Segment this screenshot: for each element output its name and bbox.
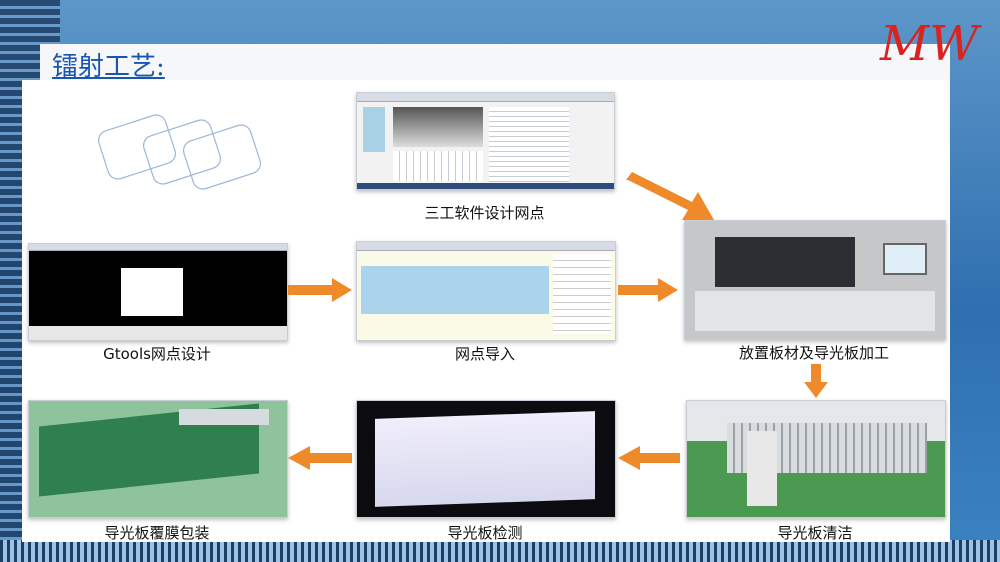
flow-arrow-icon: [288, 446, 352, 470]
flow-arrow-icon: [626, 172, 714, 220]
gtools-screenshot: [28, 243, 288, 341]
laser-machine-photo: [684, 220, 946, 340]
slide-title: 镭射工艺:: [52, 52, 165, 82]
svg-text:MW: MW: [879, 16, 982, 72]
gtools-caption: Gtools网点设计: [103, 345, 211, 363]
sangong-software-screenshot: [356, 92, 615, 190]
packing-caption: 导光板覆膜包装: [104, 524, 210, 542]
import-screenshot: [356, 241, 616, 341]
import-caption: 网点导入: [454, 345, 515, 363]
film-packing-machine-photo: [28, 400, 288, 518]
machining-caption: 放置板材及导光板加工: [738, 344, 889, 362]
sangong-caption: 三工软件设计网点: [424, 204, 545, 222]
inspection-caption: 导光板检测: [447, 524, 523, 542]
dot-pattern-outline-icon: [97, 114, 262, 190]
background-skyline: [0, 540, 1000, 562]
flow-arrow-icon: [288, 278, 352, 302]
title-band: [40, 44, 950, 80]
flow-arrow-icon: [618, 278, 678, 302]
light-guide-panel-photo: [356, 400, 616, 518]
cleaning-machine-photo: [686, 400, 946, 518]
company-logo: MW: [879, 16, 982, 72]
flow-arrow-icon: [804, 364, 828, 398]
process-panel: 三工软件设计网点 Gtools网点设计 网点导入 放置板材及导光板加工 导光板清…: [22, 80, 950, 542]
cleaning-caption: 导光板清洁: [777, 524, 853, 542]
flow-arrow-icon: [618, 446, 680, 470]
